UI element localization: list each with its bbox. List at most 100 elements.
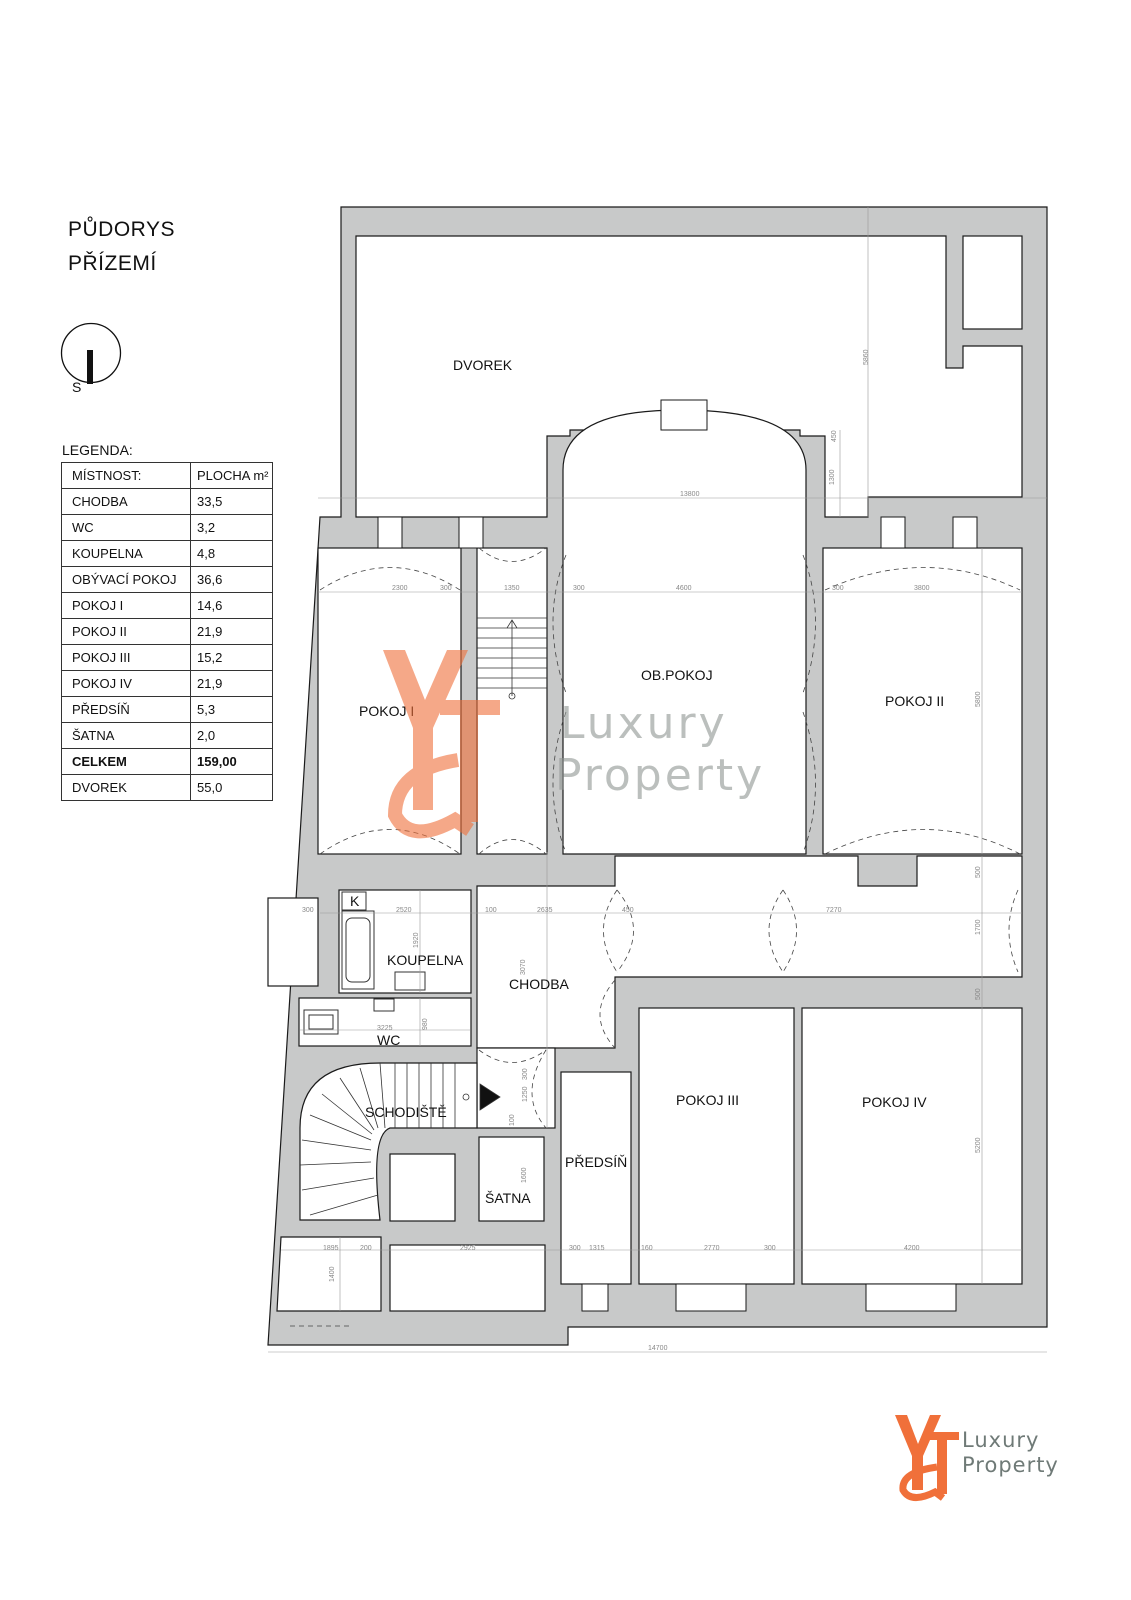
dim-label: 2925 [460, 1245, 476, 1252]
label-pokoj-i: POKOJ I [359, 703, 414, 719]
dim-label: 5800 [975, 691, 982, 707]
legend-header-room: MÍSTNOST: [61, 462, 191, 489]
label-dvorek: DVOREK [453, 357, 513, 373]
dim-label: 1300 [829, 469, 836, 485]
legend-area: 33,5 [190, 488, 273, 515]
brand-logo-icon [895, 1415, 959, 1501]
side-block [267, 897, 319, 987]
dim-label: 160 [641, 1245, 653, 1252]
dim-label: 1250 [522, 1086, 529, 1102]
room-pokoj-iv [801, 1007, 1023, 1285]
shed-room [962, 235, 1023, 330]
label-pokoj-ii: POKOJ II [885, 693, 944, 709]
dim-label: 4600 [676, 585, 692, 592]
dim-label: 4200 [904, 1245, 920, 1252]
dim-label: 200 [360, 1245, 372, 1252]
legend-room: POKOJ II [61, 618, 191, 645]
dim-label: 13800 [680, 491, 700, 498]
dim-label: 450 [622, 907, 634, 914]
bathroom-fixtures [303, 891, 426, 1035]
legend-room: POKOJ IV [61, 670, 191, 697]
dim-label: 300 [832, 585, 844, 592]
dim-label: 980 [422, 1018, 429, 1030]
legend-title: LEGENDA: [62, 442, 133, 458]
door-swings [290, 547, 1021, 1327]
label-chodba: CHODBA [509, 976, 570, 992]
legend-area: 5,3 [190, 696, 273, 723]
room-pokoj-ii [822, 547, 1023, 855]
dim-label: 1315 [589, 1245, 605, 1252]
dim-label: 1600 [521, 1167, 528, 1183]
dim-label: 300 [764, 1245, 776, 1252]
dim-label: 5860 [863, 349, 870, 365]
room-bottom-left [276, 1236, 382, 1312]
storage-box [389, 1153, 456, 1222]
label-predsin: PŘEDSÍŇ [565, 1154, 627, 1170]
dim-label: 450 [831, 430, 838, 442]
dim-label: 2300 [392, 585, 408, 592]
room-pokoj-iii [638, 1007, 795, 1285]
label-pokoj-iii: POKOJ III [676, 1092, 739, 1108]
dimension-lines [268, 207, 1047, 1353]
legend-area: 14,6 [190, 592, 273, 619]
legend-room: DVOREK [61, 774, 191, 801]
dim-label: 300 [302, 907, 314, 914]
dim-label: 3225 [377, 1025, 393, 1032]
plan-subtitle: PŘÍZEMÍ [68, 252, 157, 275]
label-schodiste: SCHODIŠTĚ [365, 1104, 447, 1120]
watermark-line2: Property [555, 750, 765, 801]
dim-label: 300 [573, 585, 585, 592]
dim-label: 1400 [329, 1266, 336, 1282]
compass-label: S [72, 379, 82, 395]
logo-line1: Luxury [962, 1428, 1040, 1452]
dim-label: 300 [522, 1068, 529, 1080]
legend-room: ŠATNA [61, 722, 191, 749]
plan-title: PŮDORYS [68, 218, 175, 241]
stairs [299, 617, 547, 1216]
legend-area: 55,0 [190, 774, 273, 801]
courtyard-area [355, 235, 1023, 518]
room-predsin [560, 1071, 632, 1285]
dim-label: 100 [485, 907, 497, 914]
label-koupelna: KOUPELNA [387, 952, 464, 968]
dim-label: 1920 [413, 932, 420, 948]
legend-room: WC [61, 514, 191, 541]
label-wc: WC [377, 1032, 400, 1048]
dim-label: 3070 [520, 959, 527, 975]
legend-room: CELKEM [61, 748, 191, 775]
legend-area: 4,8 [190, 540, 273, 567]
dim-label: 7270 [826, 907, 842, 914]
dim-label: 2770 [704, 1245, 720, 1252]
dim-label: 500 [975, 866, 982, 878]
dim-label: 100 [509, 1114, 516, 1126]
dim-label: 300 [569, 1245, 581, 1252]
dim-label: 14700 [648, 1345, 668, 1352]
dim-label: 5200 [975, 1137, 982, 1153]
room-labels: DVOREK OB.POKOJ POKOJ I POKOJ II KOUPELN… [350, 357, 944, 1206]
legend-room: CHODBA [61, 488, 191, 515]
dim-label: 3800 [914, 585, 930, 592]
watermark-logo: Luxury Property [383, 650, 765, 839]
room-schodiste [299, 1062, 478, 1221]
dim-label: 1895 [323, 1245, 339, 1252]
brand-logo-text: Luxury Property [962, 1428, 1059, 1478]
room-satna [478, 1136, 545, 1222]
legend-room: POKOJ I [61, 592, 191, 619]
dim-label: 500 [975, 988, 982, 1000]
legend-room: OBÝVACÍ POKOJ [61, 566, 191, 593]
legend-room: KOUPELNA [61, 540, 191, 567]
dim-label: 1350 [504, 585, 520, 592]
dim-label: 300 [440, 585, 452, 592]
label-pokoj-iv: POKOJ IV [862, 1094, 927, 1110]
dim-label: 2520 [396, 907, 412, 914]
label-ob-pokoj: OB.POKOJ [641, 667, 713, 683]
